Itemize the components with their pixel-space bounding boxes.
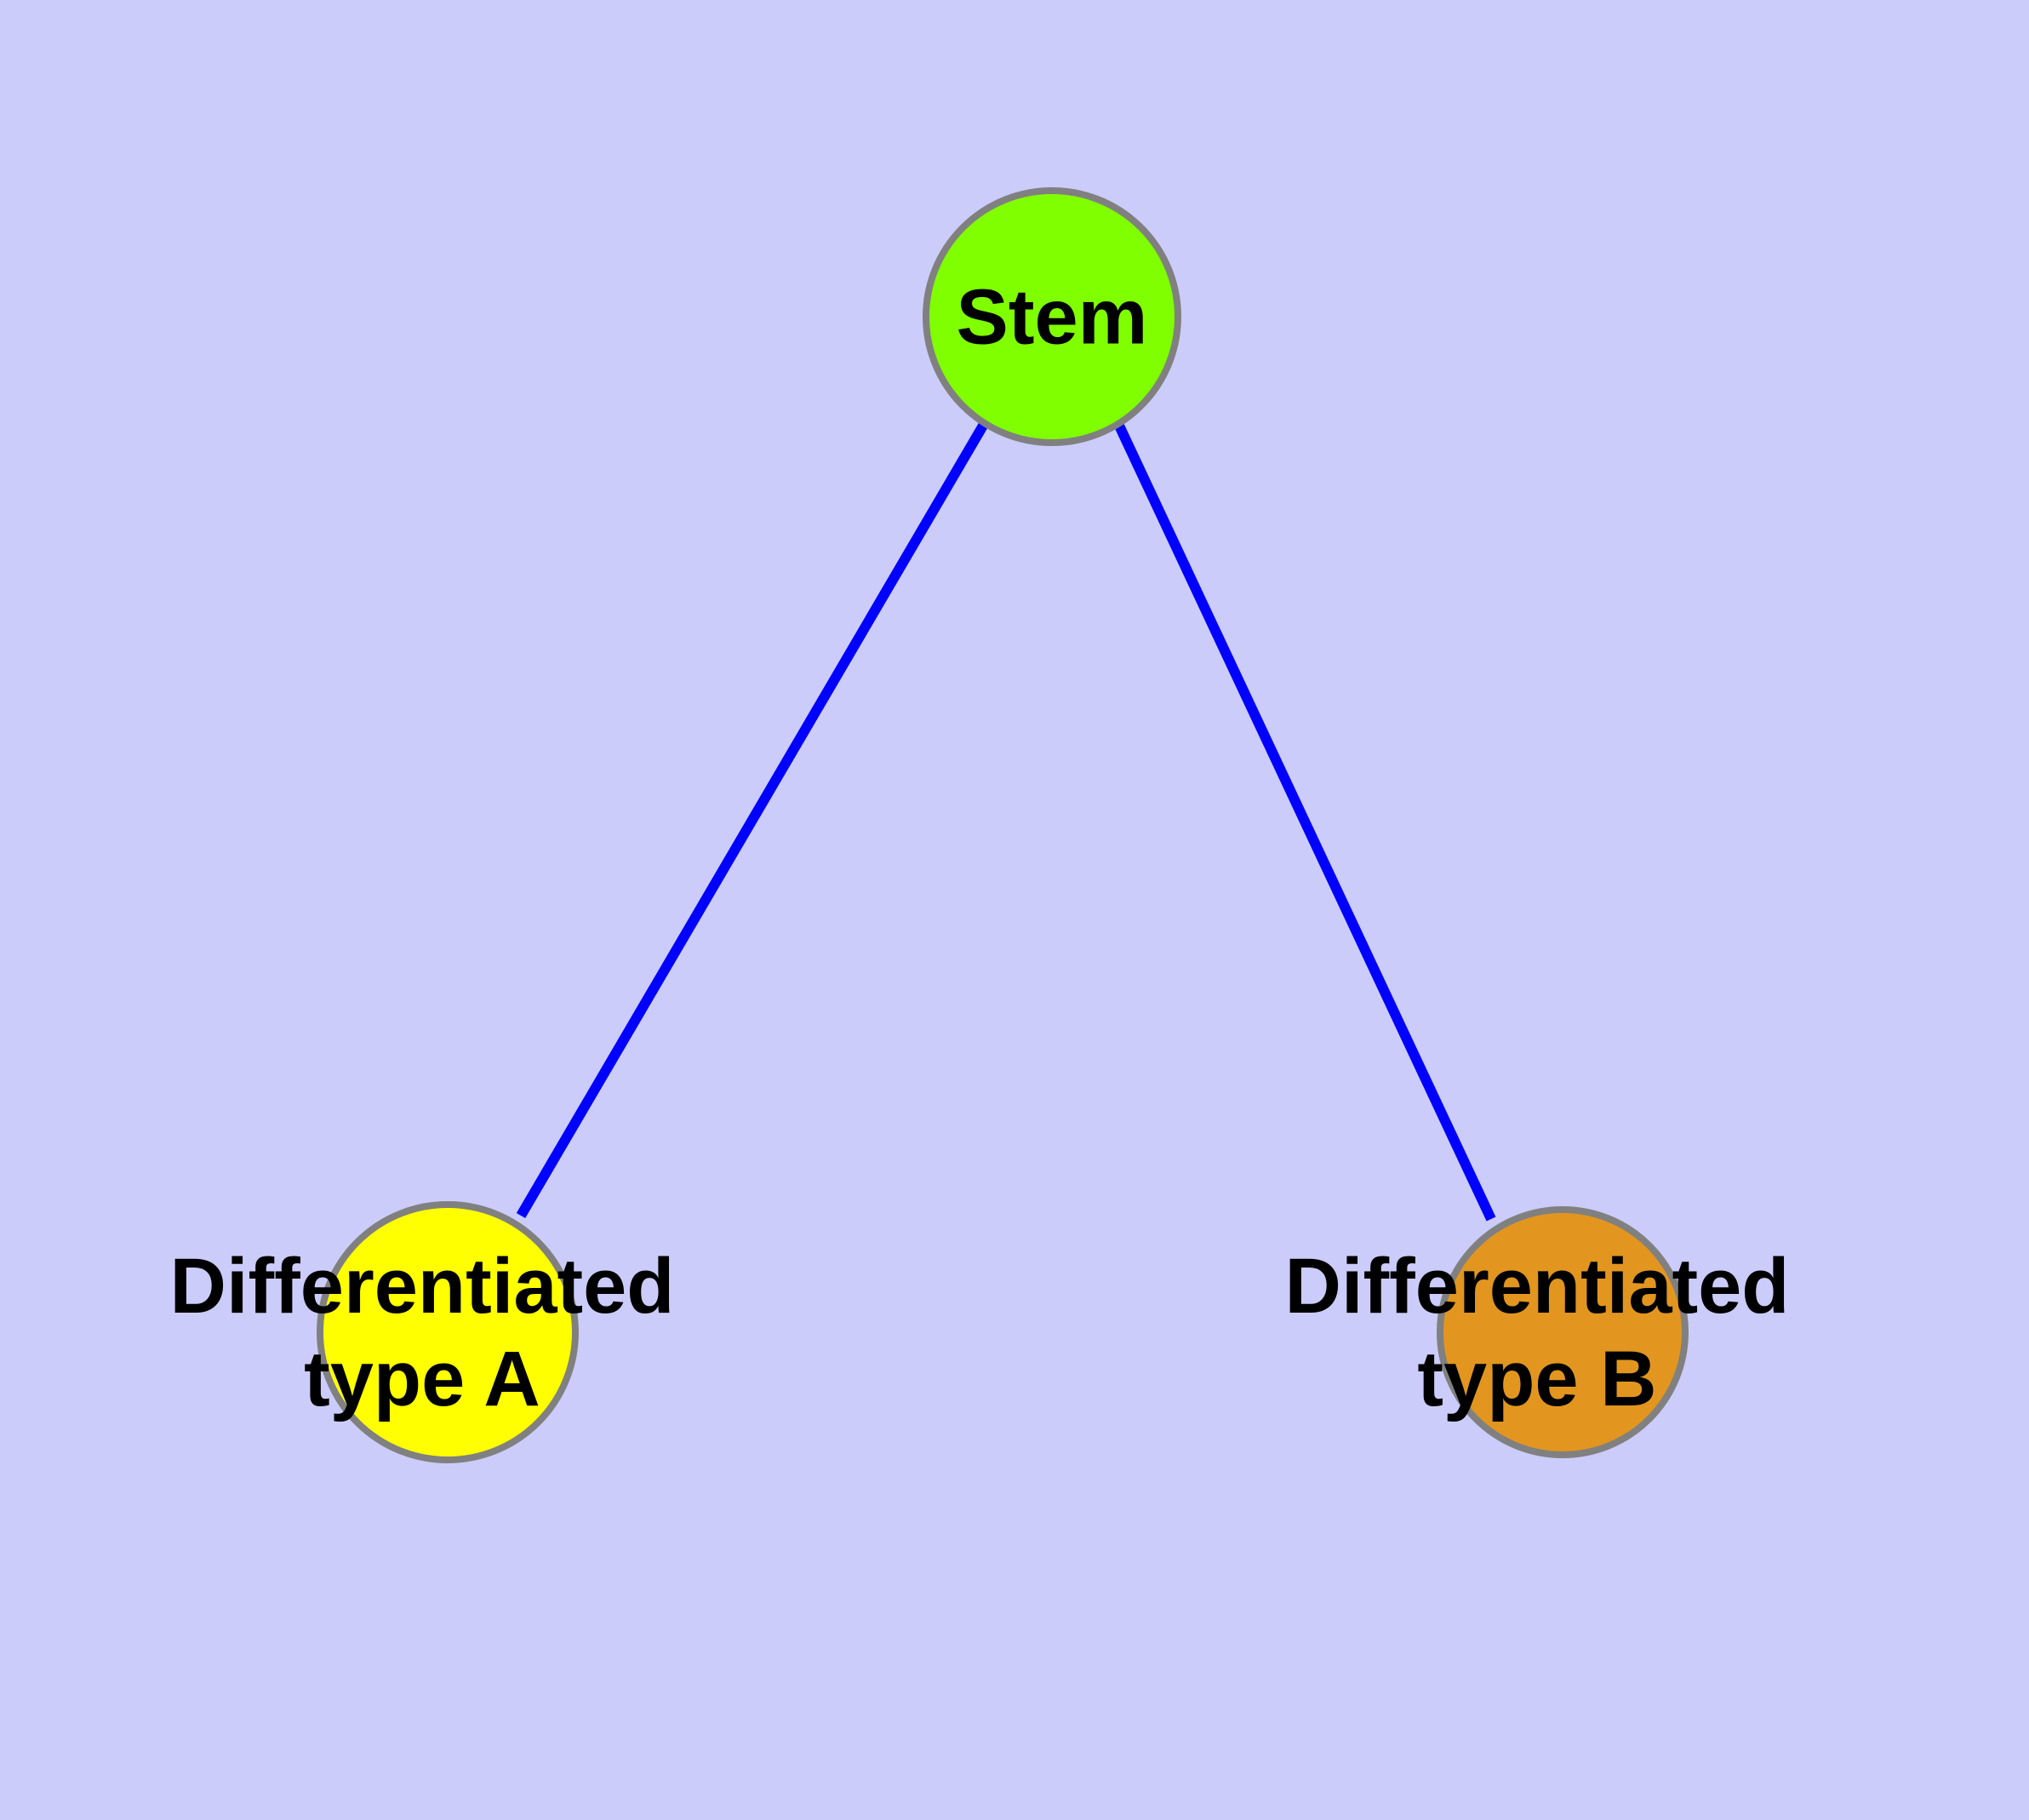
node-stem-circle[interactable]	[923, 187, 1181, 446]
node-differentiated-type-a-circle[interactable]	[317, 1201, 579, 1463]
node-stem-label: Stem	[957, 273, 1148, 360]
nodes-layer	[317, 187, 1689, 1463]
edge-stem-to-differentiated-type-b[interactable]	[1114, 423, 1496, 1222]
edges-layer	[516, 422, 1496, 1222]
node-differentiated-type-b-circle[interactable]	[1437, 1206, 1689, 1458]
edge-stem-to-differentiated-type-a[interactable]	[516, 422, 988, 1219]
